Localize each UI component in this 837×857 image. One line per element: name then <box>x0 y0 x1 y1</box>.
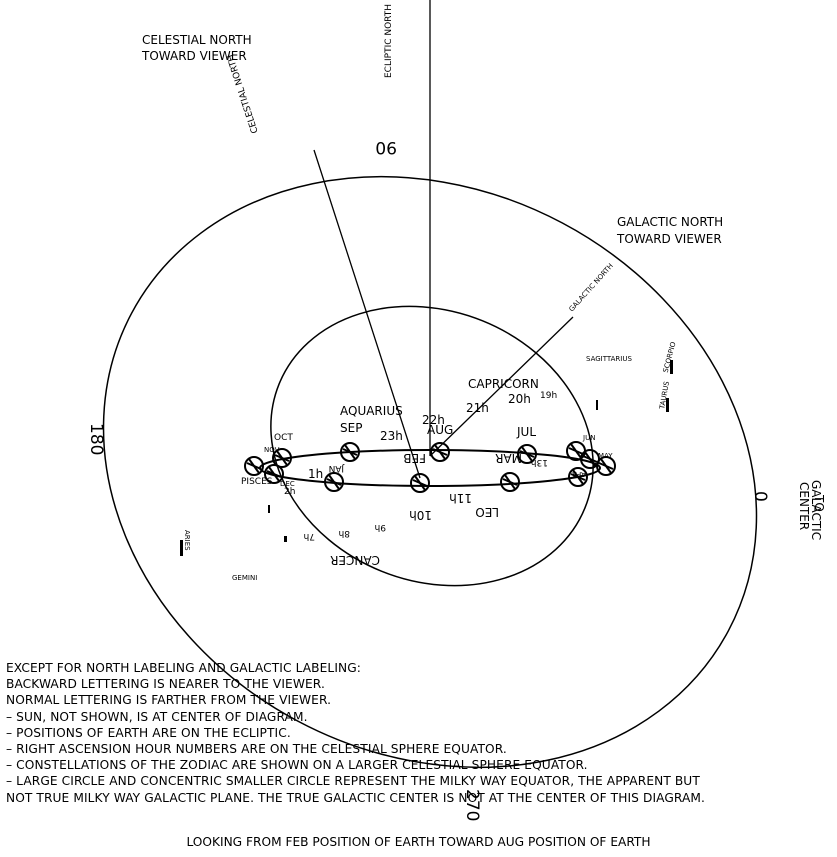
milky-way-inner-circle <box>270 305 594 587</box>
galactic-north-axis-label: GALACTIC NORTH <box>568 262 615 313</box>
note-line: NOT TRUE MILKY WAY GALACTIC PLANE. THE T… <box>6 790 706 805</box>
hour-10h: 10h <box>409 508 432 522</box>
hour-1h: 1h <box>308 467 323 481</box>
note-line: EXCEPT FOR NORTH LABELING AND GALACTIC L… <box>6 661 361 675</box>
caption: LOOKING FROM FEB POSITION OF EARTH TOWAR… <box>186 835 651 849</box>
constellation-scorpio: SCORPIO <box>662 341 678 374</box>
earth-nov <box>244 456 264 476</box>
month-sep: SEP <box>340 421 362 435</box>
constellation-cancer: CANCER <box>330 553 380 567</box>
constellation-gemini: GEMINI <box>232 574 257 582</box>
earth-jan <box>324 472 344 492</box>
hour-21h: 21h <box>466 401 489 415</box>
constellation-aries: ARIES <box>183 530 191 551</box>
month-jun: JUN <box>582 434 595 442</box>
month-nov: NOV <box>264 446 280 454</box>
constellation-leo: LEO <box>475 505 499 519</box>
constellation-capricorn: CAPRICORN <box>468 377 539 391</box>
galactic-north-title: GALACTIC NORTH <box>617 215 723 229</box>
earth-apr2 <box>568 467 588 487</box>
degree-0-label: 0 <box>750 491 770 502</box>
hour-13h: 13h <box>531 457 548 467</box>
hour-9h: 9h <box>375 522 386 532</box>
hour-20h: 20h <box>508 392 531 406</box>
center-label: CENTER <box>797 482 811 530</box>
degree-270-label: 270 <box>462 789 482 821</box>
earth-sep <box>340 442 360 462</box>
note-line: – POSITIONS OF EARTH ARE ON THE ECLIPTIC… <box>6 725 291 740</box>
month-may: MAY <box>598 452 613 460</box>
earth-feb <box>410 473 430 493</box>
earth-mar <box>500 472 520 492</box>
hour-8h: 8h <box>339 528 350 538</box>
hour-19h: 19h <box>540 391 557 401</box>
month-jan: JAN <box>329 463 345 473</box>
earth-oct <box>272 448 292 468</box>
month-oct: OCT <box>274 433 293 443</box>
earth-jun <box>566 441 586 461</box>
month-aug: AUG <box>427 423 453 437</box>
earth-positions <box>244 441 616 493</box>
hour-2h: 2h <box>284 487 295 497</box>
month-apr: APR <box>572 470 586 478</box>
month-jul: JUL <box>516 425 536 439</box>
hour-22h: 22h <box>422 413 445 427</box>
hour-7h: 7h <box>304 531 315 541</box>
celestial-north-axis <box>313 149 421 479</box>
celestial-north-axis-label: CELESTIAL NORTH <box>226 53 261 134</box>
constellation-aquarius: AQUARIUS <box>340 404 403 418</box>
background-marks <box>180 360 673 556</box>
celestial-north-subtitle: TOWARD VIEWER <box>141 49 247 63</box>
earth-aug <box>430 442 450 462</box>
constellation-pisces: PISCES <box>241 477 273 487</box>
notes-block: EXCEPT FOR NORTH LABELING AND GALACTIC L… <box>6 660 826 806</box>
celestial-north-title: CELESTIAL NORTH <box>142 33 252 47</box>
month-feb: FEB <box>403 451 426 465</box>
constellation-taurus: TAURUS <box>658 380 671 411</box>
to-label: TO <box>812 494 826 512</box>
note-line: BACKWARD LETTERING IS NEARER TO THE VIEW… <box>6 677 325 692</box>
galactic-label: GALACTIC <box>809 480 823 540</box>
earth-apr <box>596 456 616 476</box>
degree-90-label: 90 <box>375 137 397 157</box>
hour-23h: 23h <box>380 429 403 443</box>
month-dec: DEC <box>280 480 295 488</box>
note-line: – RIGHT ASCENSION HOUR NUMBERS ARE ON TH… <box>6 742 507 757</box>
ecliptic-north-axis-label: ECLIPTIC NORTH <box>384 4 394 78</box>
note-line: NORMAL LETTERING IS FARTHER FROM THE VIE… <box>6 693 332 708</box>
note-line: – LARGE CIRCLE AND CONCENTRIC SMALLER CI… <box>6 774 700 789</box>
galactic-north-subtitle: TOWARD VIEWER <box>616 232 722 246</box>
note-line: – CONSTELLATIONS OF THE ZODIAC ARE SHOWN… <box>6 758 588 773</box>
galactic-north-axis <box>429 316 574 457</box>
note-line: – SUN, NOT SHOWN, IS AT CENTER OF DIAGRA… <box>6 709 308 724</box>
constellation-sagittarius: SAGITTARIUS <box>586 355 632 363</box>
degree-180-label: 180 <box>86 423 106 455</box>
earth-jul <box>517 444 537 464</box>
hour-11h: 11h <box>449 491 472 505</box>
earth-dec <box>264 464 284 484</box>
month-mar: MAR <box>495 451 522 465</box>
milky-way-outer-circle <box>102 175 758 769</box>
